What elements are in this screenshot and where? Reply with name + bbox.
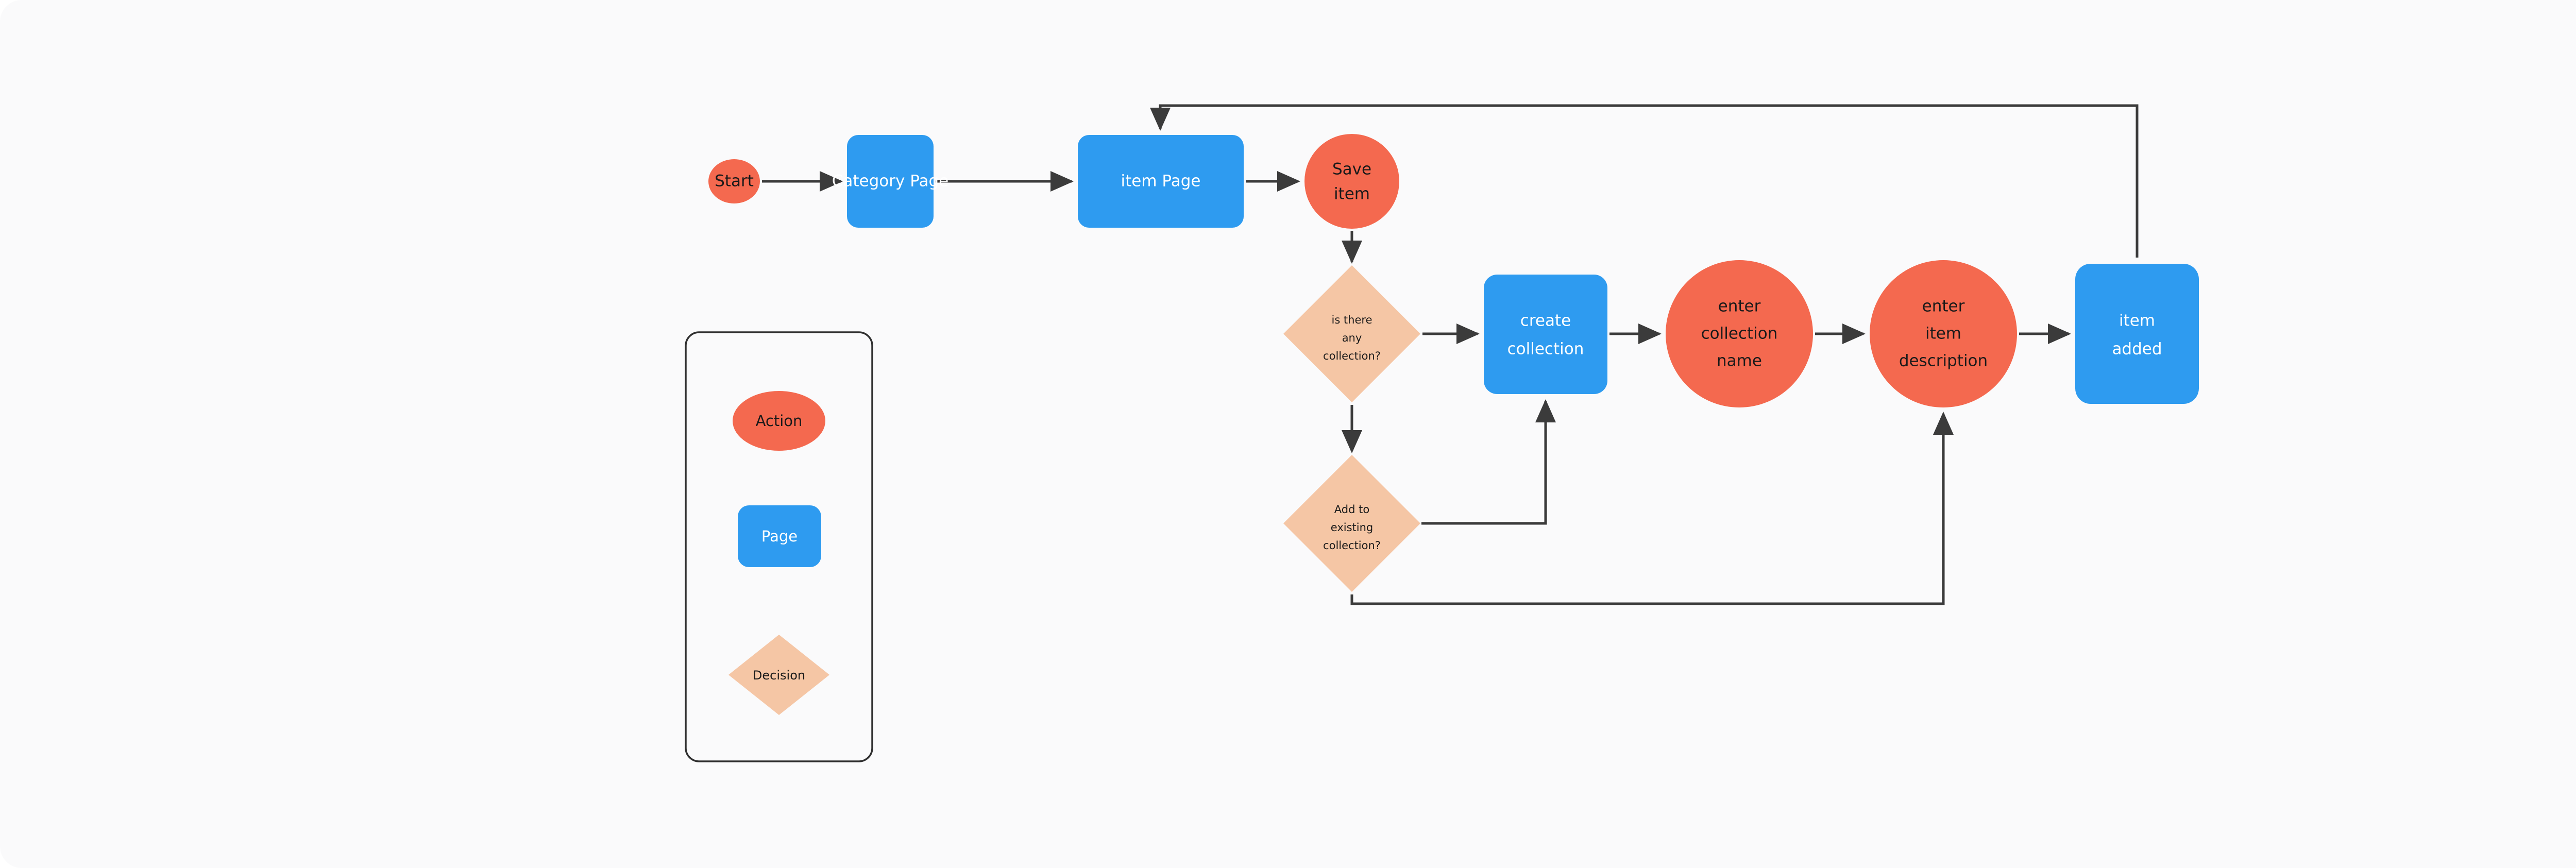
edge-decision2-to-create-collection bbox=[1421, 399, 1556, 525]
enter-item-description-shape[interactable] bbox=[1870, 260, 2017, 407]
node-start[interactable]: Start bbox=[708, 159, 760, 203]
start-shape[interactable] bbox=[708, 159, 760, 203]
legend-panel: Action Page Decision bbox=[685, 331, 873, 762]
node-enter-collection-name[interactable]: enter collection name bbox=[1666, 260, 1813, 407]
create-collection-shape[interactable] bbox=[1484, 275, 1607, 394]
node-enter-item-description[interactable]: enter item description bbox=[1870, 260, 2017, 407]
node-create-collection[interactable]: create collection bbox=[1484, 275, 1607, 394]
edge-item-added-back-to-item-page bbox=[1150, 104, 2139, 258]
save-item-shape[interactable] bbox=[1304, 134, 1399, 229]
node-item-added[interactable]: item added bbox=[2075, 264, 2199, 404]
node-item-page[interactable]: item Page bbox=[1078, 135, 1244, 228]
item-added-shape[interactable] bbox=[2075, 264, 2199, 404]
legend-page-shape bbox=[738, 505, 821, 567]
node-is-there-any-collection[interactable]: is there any collection? bbox=[1283, 265, 1420, 402]
edge-decision2-to-enter-description bbox=[1350, 411, 1954, 605]
legend-action-shape bbox=[733, 391, 825, 451]
item-page-shape[interactable] bbox=[1078, 135, 1244, 228]
legend-item-page: Page bbox=[738, 505, 821, 567]
add-to-existing-collection-shape[interactable] bbox=[1283, 455, 1420, 592]
legend-decision-shape bbox=[728, 635, 829, 715]
enter-collection-name-shape[interactable] bbox=[1666, 260, 1813, 407]
node-add-to-existing-collection[interactable]: Add to existing collection? bbox=[1283, 455, 1420, 592]
legend-item-action: Action bbox=[733, 391, 825, 451]
node-save-item[interactable]: Save item bbox=[1304, 134, 1399, 229]
edge-layer bbox=[762, 104, 2139, 605]
node-category-page[interactable]: Category Page bbox=[832, 135, 949, 228]
is-there-any-collection-shape[interactable] bbox=[1283, 265, 1420, 402]
category-page-shape[interactable] bbox=[847, 135, 934, 228]
